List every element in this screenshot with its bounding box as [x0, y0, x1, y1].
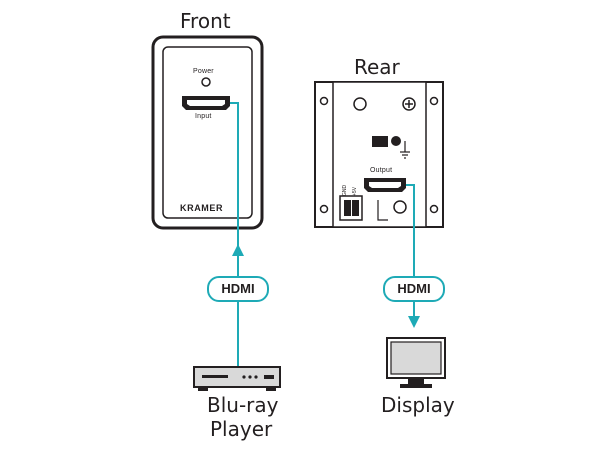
rear-title: Rear [354, 55, 400, 79]
display-monitor-icon [386, 337, 446, 388]
hdmi-connection-badge: HDMI [207, 276, 269, 302]
front-panel [151, 35, 264, 230]
output-label: Output [370, 167, 393, 174]
input-label: Input [195, 113, 212, 120]
display-label: Display [381, 393, 455, 417]
ground-terminal-icon [372, 136, 410, 159]
rear-hdmi-cable [406, 184, 420, 328]
blu-ray-player-label-line2: Player [210, 417, 273, 441]
hdmi-input-port-icon [182, 96, 230, 110]
arrow-up-icon [232, 244, 244, 256]
blu-ray-player-icon [193, 366, 281, 391]
power-terminal-icon [339, 195, 363, 221]
power-led-icon [201, 77, 211, 87]
front-title: Front [180, 9, 231, 33]
hdmi-connection-badge: HDMI [383, 276, 445, 302]
arrow-down-icon [408, 316, 420, 328]
brand-logo: KRAMER [180, 203, 224, 213]
screw-icon [402, 97, 416, 111]
power-label: Power [193, 68, 214, 75]
front-hdmi-cable [230, 102, 244, 366]
rear-panel [314, 81, 444, 228]
v5-label: +5V [352, 186, 358, 196]
hdmi-output-port-icon [364, 178, 406, 192]
blu-ray-player-label-line1: Blu-ray [207, 393, 279, 417]
gnd-label: GND [342, 184, 348, 196]
